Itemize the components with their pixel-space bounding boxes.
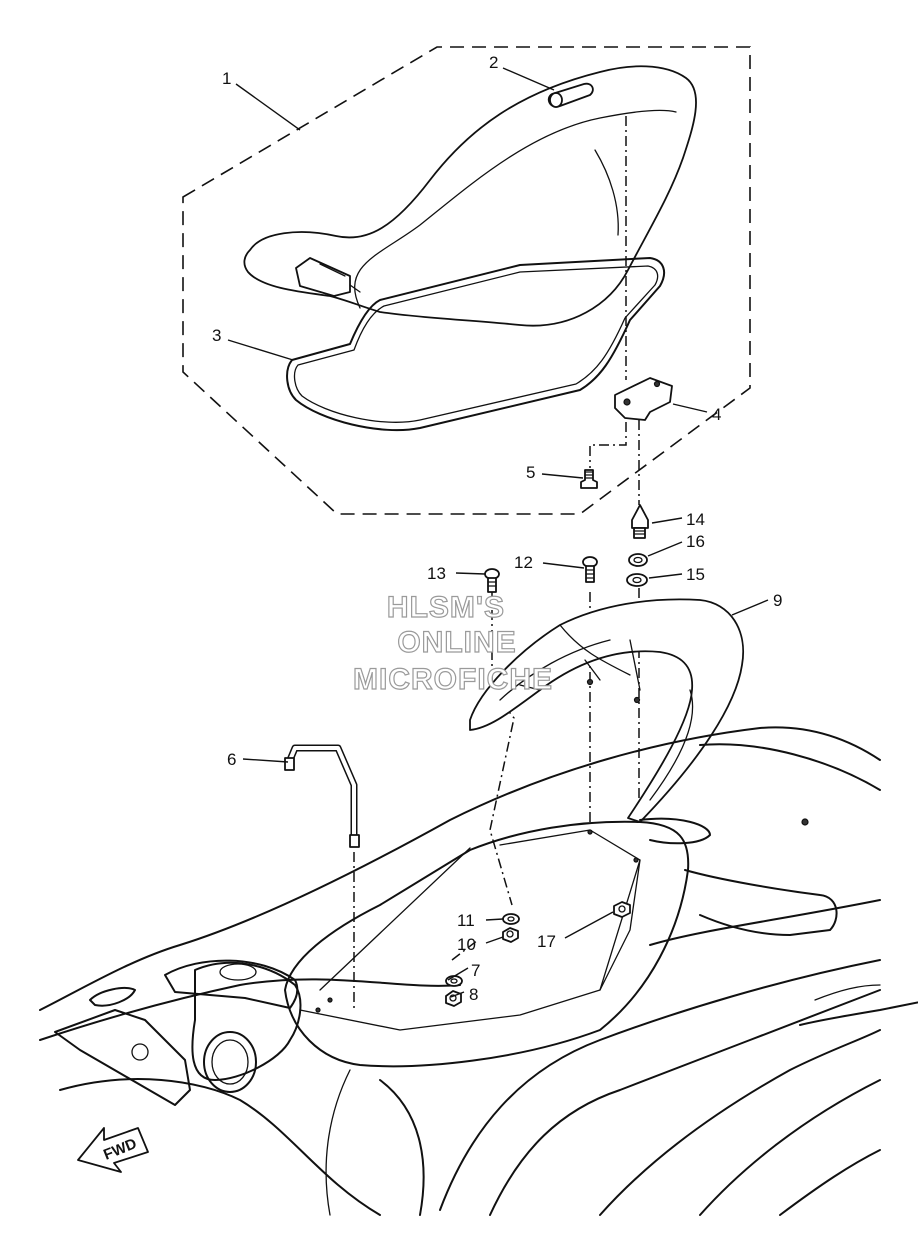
callout-10: 10 xyxy=(457,935,476,954)
forward-direction-arrow: FWD xyxy=(77,1127,149,1173)
handle-6 xyxy=(284,744,360,848)
callout-8: 8 xyxy=(469,985,478,1004)
centerline xyxy=(489,590,515,906)
watermark-line-1: HLSM'S xyxy=(387,591,505,624)
callout-15: 15 xyxy=(686,565,705,584)
callout-7: 7 xyxy=(471,961,480,980)
seat-bracket xyxy=(614,377,673,421)
bolt-12 xyxy=(582,556,598,583)
seat-handle-grip xyxy=(547,82,594,108)
callout-2: 2 xyxy=(489,53,498,72)
nut-8 xyxy=(445,990,462,1007)
callout-4: 4 xyxy=(712,405,721,424)
seat xyxy=(243,65,697,327)
deck-body xyxy=(39,726,918,1216)
bolt-5 xyxy=(580,469,598,489)
callout-14: 14 xyxy=(686,510,705,529)
seat-frame-gasket xyxy=(286,257,666,432)
leader-lines xyxy=(227,67,769,998)
washer-16 xyxy=(628,553,648,567)
callout-6: 6 xyxy=(227,750,236,769)
callout-12: 12 xyxy=(514,553,533,572)
callout-11: 11 xyxy=(457,911,475,930)
callout-1: 1 xyxy=(222,69,231,88)
centerline xyxy=(451,939,479,961)
screw-14 xyxy=(631,504,649,539)
watermark-line-2: ONLINE xyxy=(397,626,516,659)
nut-17 xyxy=(613,901,631,918)
callout-17: 17 xyxy=(537,932,556,951)
watermark-line-3: MICROFICHE xyxy=(353,663,553,696)
washer-11 xyxy=(502,913,520,925)
centerline xyxy=(589,422,627,468)
rear-grab-handle xyxy=(469,598,744,823)
callout-9: 9 xyxy=(773,591,782,610)
callout-13: 13 xyxy=(427,564,446,583)
callout-16: 16 xyxy=(686,532,705,551)
washer-7 xyxy=(445,975,463,987)
nut-10 xyxy=(502,927,519,943)
bolt-13 xyxy=(484,568,500,593)
callout-3: 3 xyxy=(212,326,221,345)
washer-15 xyxy=(626,573,648,587)
callout-5: 5 xyxy=(526,463,535,482)
